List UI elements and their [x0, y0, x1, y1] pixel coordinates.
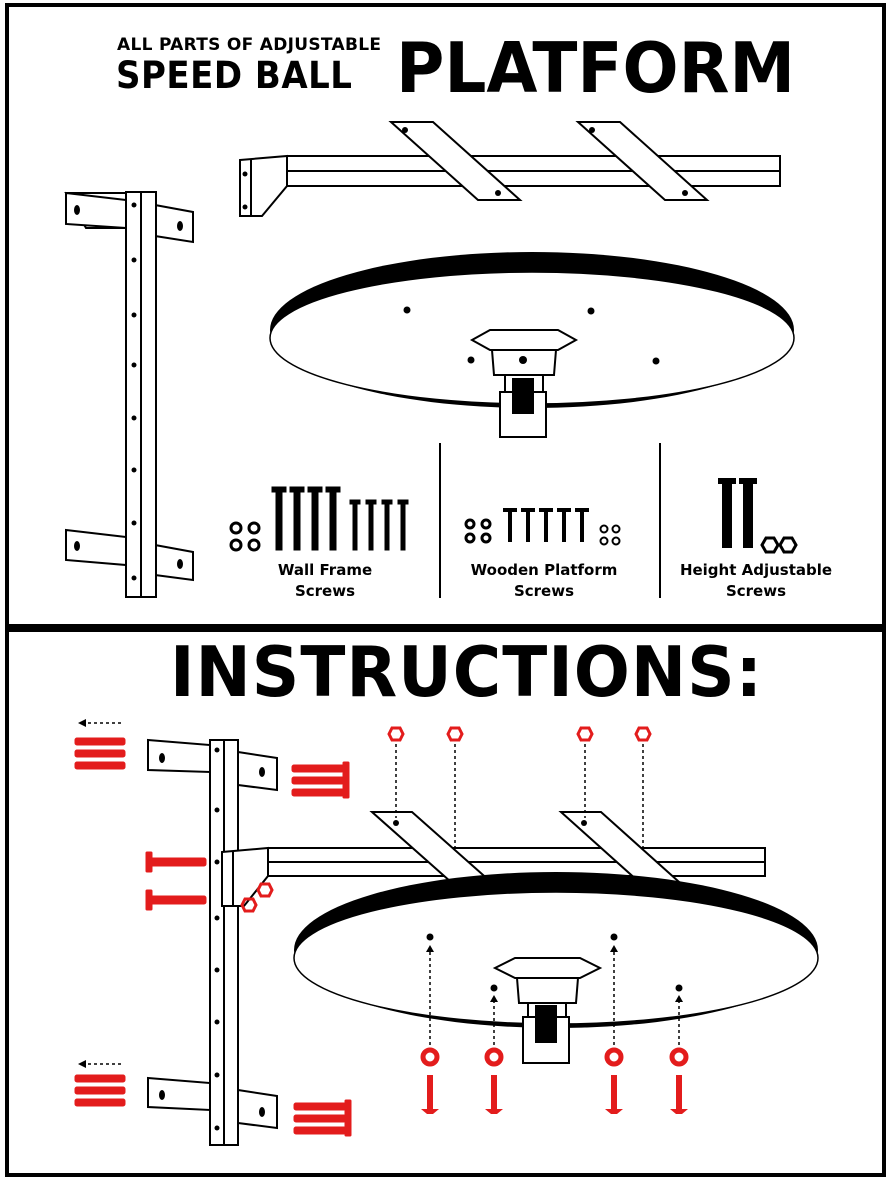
- wall-frame-screws-line2: Screws: [294, 582, 356, 600]
- arm-illustration: [239, 121, 781, 217]
- wooden-platform-screws-line1: Wooden Platform: [470, 561, 618, 579]
- instructions-heading: INSTRUCTIONS:: [170, 632, 764, 713]
- title-line-3: PLATFORM: [396, 28, 796, 109]
- wall-frame-illustration: [64, 191, 194, 598]
- wall-frame-screws-line1: Wall Frame: [277, 561, 373, 579]
- height-adjustable-screws-illustration: [718, 478, 798, 554]
- height-adjustable-screws-line2: Screws: [725, 582, 787, 600]
- wooden-platform-illustration: [269, 252, 795, 438]
- wooden-platform-screws-caption: Wooden Platform Screws: [460, 560, 628, 602]
- red-hardware: [74, 726, 689, 1137]
- title-line-1: ALL PARTS OF ADJUSTABLE: [117, 35, 382, 55]
- wall-frame-assembly: [147, 738, 278, 1146]
- guide-lines: [82, 722, 680, 1065]
- title-line-2: SPEED BALL: [116, 54, 353, 98]
- platform-assembly: [293, 872, 819, 1064]
- wall-frame-screws-caption: Wall Frame Screws: [245, 560, 405, 602]
- height-adjustable-screws-line1: Height Adjustable: [679, 561, 833, 579]
- frame-holes: [74, 202, 183, 581]
- height-adjustable-screws-caption: Height Adjustable Screws: [675, 560, 837, 602]
- wooden-platform-screws-line2: Screws: [513, 582, 575, 600]
- wooden-platform-screws-illustration: [464, 508, 621, 546]
- wall-frame-screws-illustration: [229, 486, 409, 552]
